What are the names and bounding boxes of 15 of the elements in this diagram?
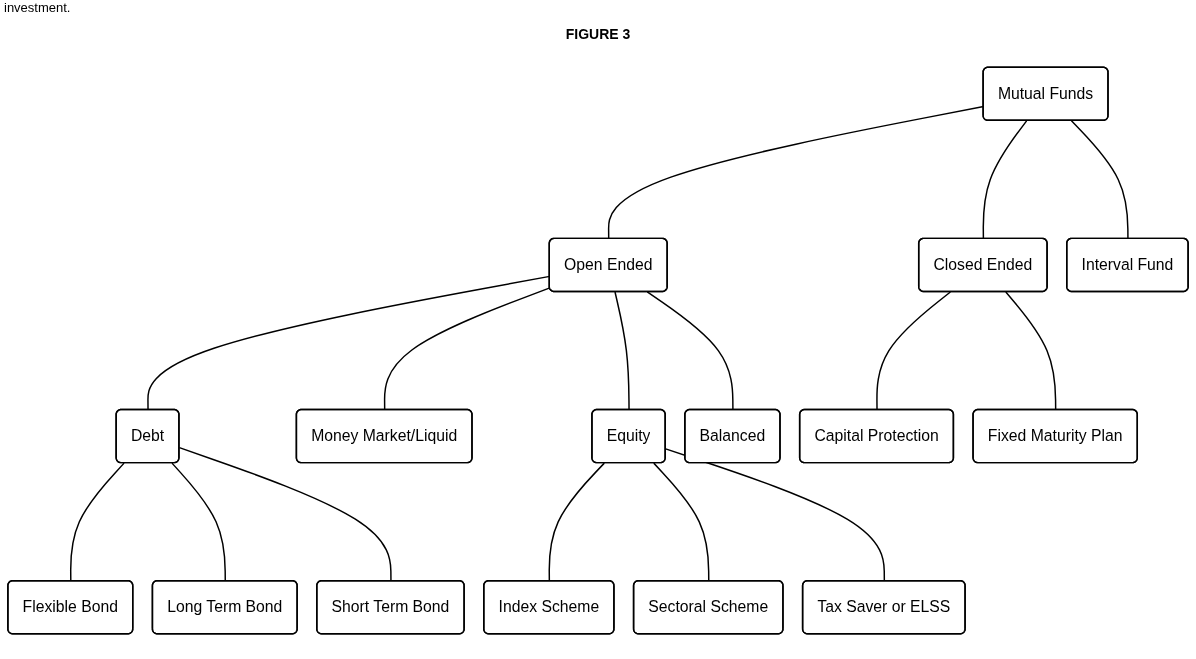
connector [614,291,630,411]
connector [646,291,734,411]
connector [982,120,1028,240]
connector [876,291,952,411]
connector [171,462,226,582]
connector [653,462,710,582]
connector [548,462,606,582]
connector [1005,291,1057,411]
connector [178,446,392,582]
connector [147,275,551,411]
text-fragment: investment. [4,0,71,15]
figure-title: FIGURE 3 [565,25,631,42]
connector [1070,120,1129,240]
connector [69,462,125,582]
connector [383,287,551,411]
